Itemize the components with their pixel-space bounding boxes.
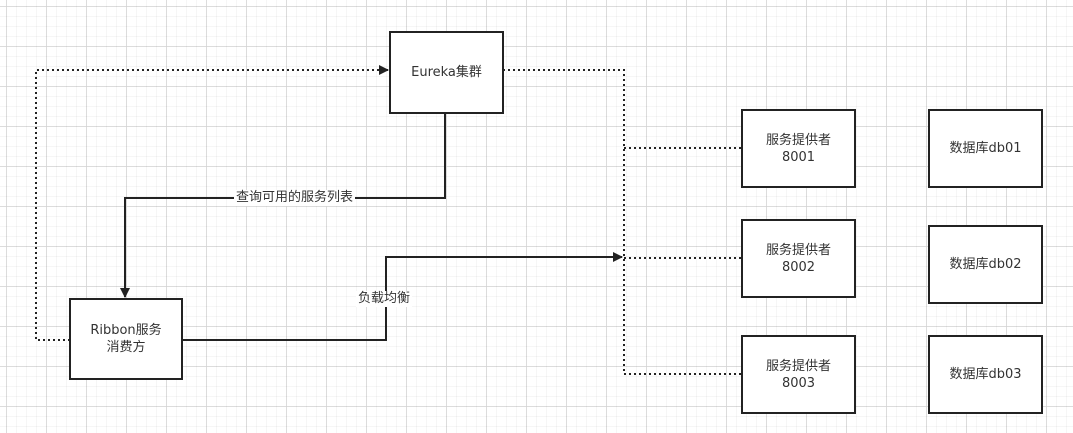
- node-database-db02[interactable]: 数据库db02: [928, 225, 1043, 304]
- edge-consumer-register-eureka: [35, 65, 389, 341]
- node-eureka-cluster[interactable]: Eureka集群: [389, 31, 504, 114]
- edge-eureka-providers-trunk: [503, 69, 625, 374]
- node-database-db01[interactable]: 数据库db01: [928, 109, 1043, 188]
- node-provider-8003[interactable]: 服务提供者 8003: [741, 335, 856, 414]
- node-provider-8002[interactable]: 服务提供者 8002: [741, 219, 856, 298]
- node-provider-8001[interactable]: 服务提供者 8001: [741, 109, 856, 188]
- node-database-db03[interactable]: 数据库db03: [928, 335, 1043, 414]
- node-ribbon-consumer[interactable]: Ribbon服务 消费方: [69, 298, 183, 380]
- edge-label-load-balance: 负载均衡: [356, 291, 413, 307]
- edge-label-query-service-list: 查询可用的服务列表: [234, 190, 356, 206]
